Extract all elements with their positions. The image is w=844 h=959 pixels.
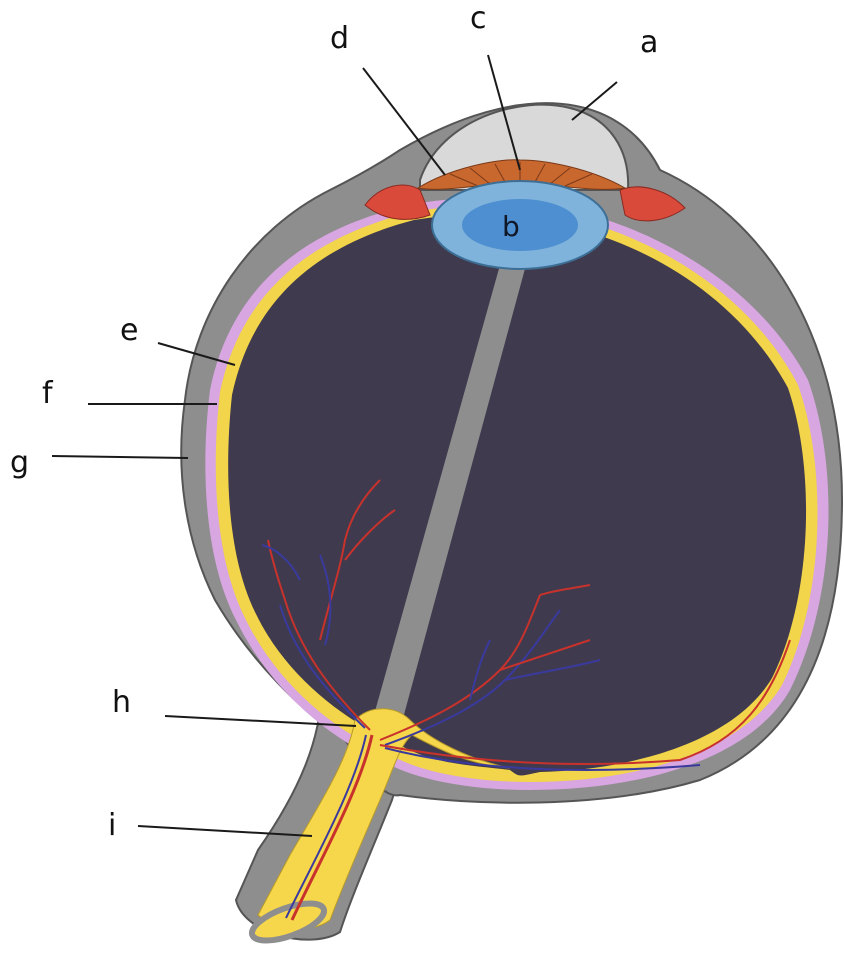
label-g: g <box>10 445 29 480</box>
label-i: i <box>108 808 116 843</box>
lens-nucleus <box>462 199 578 251</box>
label-f: f <box>42 376 54 411</box>
label-d: d <box>330 21 349 56</box>
label-b: b <box>502 210 520 243</box>
leader-g <box>52 456 188 458</box>
label-c: c <box>470 1 487 36</box>
label-h: h <box>112 685 131 720</box>
label-e: e <box>120 313 138 348</box>
label-a: a <box>640 25 658 60</box>
